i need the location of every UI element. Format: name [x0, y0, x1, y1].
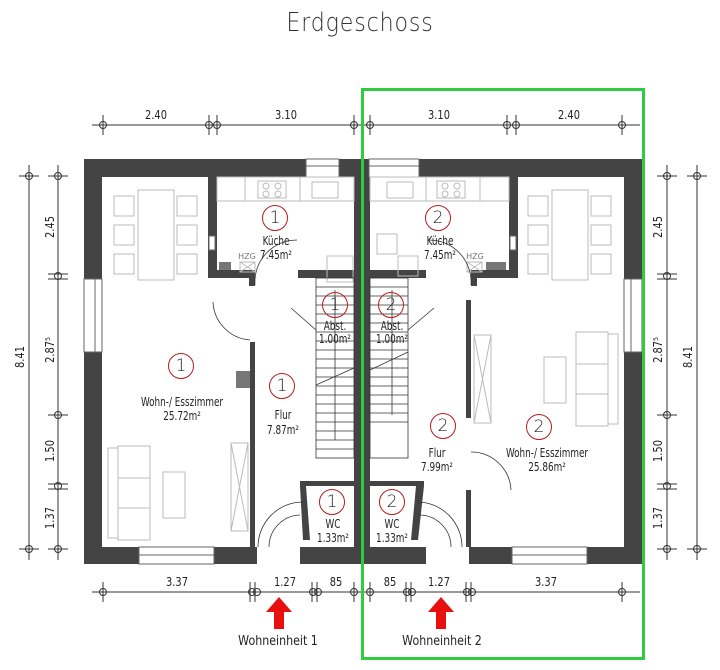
dimension-label: 3.10	[275, 108, 297, 122]
dimension-label: 8.41	[681, 346, 695, 368]
dimension-label: 2.45	[43, 216, 57, 238]
room-area: 1.33m²	[376, 531, 408, 545]
room-name: WC	[384, 517, 400, 531]
room-name: Wohn-/ Esszimmer	[505, 446, 589, 460]
dimension-label: 1.37	[651, 507, 665, 529]
room-area: 1.00m²	[319, 332, 351, 346]
dimension-label: 1.50	[43, 440, 57, 462]
unit-badge: 1	[269, 373, 295, 399]
unit-badge: 1	[262, 205, 288, 231]
room-name: Flur	[274, 408, 292, 422]
dimension-label: 85	[383, 575, 397, 589]
unit-badge: 2	[430, 413, 456, 439]
door-swings	[212, 239, 512, 548]
dimension-label: 1.27	[274, 575, 296, 589]
unit-badge: 1	[168, 353, 194, 379]
unit-badge: 1	[319, 489, 345, 515]
room-name: Abst.	[380, 319, 404, 333]
furniture	[107, 176, 619, 541]
dimension-label: 2.40	[145, 108, 167, 122]
dimension-label: 3.37	[535, 575, 557, 589]
tick-marks	[99, 115, 626, 135]
dimension-label: 2.87⁵	[43, 337, 57, 363]
room-area: 7.45m²	[260, 248, 292, 262]
windows	[83, 158, 643, 565]
room-name: Küche	[262, 234, 290, 248]
entrance-arrows	[266, 597, 454, 629]
dimension-line-left	[19, 165, 68, 560]
entrance-label-unit-1: Wohneinheit 1	[238, 634, 318, 649]
room-name: Küche	[426, 234, 454, 248]
dimension-label: 3.10	[428, 108, 450, 122]
dimension-label: 8.41	[13, 346, 27, 368]
dimension-label: 1.37	[43, 507, 57, 529]
room-area: 1.33m²	[317, 531, 349, 545]
dimension-label: 1.50	[651, 440, 665, 462]
dimension-label: 2.87⁵	[651, 337, 665, 363]
dimension-label: 3.37	[166, 575, 188, 589]
dimension-label: 2.45	[651, 216, 665, 238]
dimension-line-bottom	[92, 582, 640, 602]
unit-badge: 2	[378, 292, 404, 318]
room-area: 1.00m²	[376, 332, 408, 346]
unit-badge: 1	[322, 292, 348, 318]
dimension-label: 85	[329, 575, 343, 589]
unit-badge: 2	[526, 414, 552, 440]
dimension-line-top	[92, 115, 640, 135]
room-area: 25.72m²	[163, 409, 201, 423]
room-area: 7.99m²	[421, 460, 453, 474]
page-title: Erdgeschoss	[286, 8, 434, 38]
heating-label: HZG	[238, 252, 256, 261]
arrow-up-icon	[266, 597, 292, 629]
room-name: Abst.	[323, 319, 347, 333]
room-area: 7.45m²	[424, 248, 456, 262]
unit-badge: 2	[379, 489, 405, 515]
unit-badge: 2	[425, 205, 451, 231]
dimension-label: 1.27	[428, 575, 450, 589]
room-name: WC	[325, 517, 341, 531]
room-name: Wohn-/ Esszimmer	[140, 395, 224, 409]
room-name: Flur	[428, 446, 446, 460]
entrance-label-unit-2: Wohneinheit 2	[402, 634, 482, 649]
room-area: 7.87m²	[267, 423, 299, 437]
heating-label: HZG	[466, 252, 484, 261]
dimension-label: 2.40	[558, 108, 580, 122]
arrow-up-icon	[428, 597, 454, 629]
dimension-line-right	[657, 165, 707, 560]
room-area: 25.86m²	[528, 460, 566, 474]
